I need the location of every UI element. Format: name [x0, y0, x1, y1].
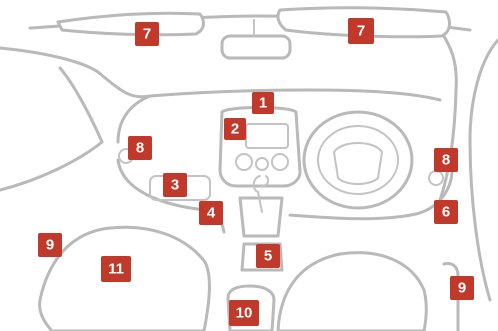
badge-air-vent-right: 8: [434, 148, 458, 172]
badge-armrest: 10: [229, 300, 259, 326]
interior-outline: [0, 8, 498, 331]
badge-door-left: 9: [38, 233, 62, 257]
badge-label: 3: [171, 177, 179, 194]
steering-hub: [334, 143, 382, 184]
badge-center-display: 2: [224, 118, 246, 140]
right-window-edge: [470, 40, 498, 300]
badge-door-right: 9: [450, 276, 474, 300]
badge-glove-box: 3: [163, 173, 187, 197]
badge-label: 11: [108, 261, 124, 278]
gear-shifter: [254, 176, 268, 212]
knob-left: [236, 154, 252, 170]
badge-dashboard-top: 1: [252, 92, 274, 114]
badge-lower-panel: 4: [199, 201, 223, 225]
sun-visor-left-shape: [58, 13, 203, 35]
rear-view-mirror: [222, 36, 290, 58]
badge-air-vent-left: 8: [128, 136, 152, 160]
dashboard-face-left: [118, 96, 150, 142]
badge-label: 4: [207, 205, 216, 222]
left-window-frame: [0, 68, 102, 190]
dashboard-contour: [150, 90, 440, 100]
badge-label: 2: [231, 121, 239, 138]
center-display-frame: [246, 124, 288, 148]
air-vent-right-shape: [429, 171, 443, 185]
front-seat-right: [278, 253, 426, 331]
badge-sun-visor-right: 7: [348, 18, 374, 44]
badge-label: 9: [46, 237, 54, 254]
badge-label: 7: [357, 23, 365, 40]
dashboard-lower-right: [290, 170, 452, 219]
badge-label: 8: [442, 152, 450, 169]
badge-label: 5: [264, 248, 272, 265]
badge-label: 8: [136, 140, 144, 157]
badge-label: 7: [143, 26, 151, 43]
badge-label: 1: [259, 95, 267, 112]
badge-label: 9: [458, 280, 466, 297]
badge-label: 6: [442, 204, 450, 221]
badge-right-lower-panel: 6: [434, 200, 458, 224]
badge-seat-back: 11: [101, 256, 131, 282]
badge-center-console: 5: [256, 244, 280, 268]
badge-label: 10: [236, 305, 253, 322]
knob-center: [256, 158, 268, 170]
badge-sun-visor-left: 7: [135, 22, 159, 46]
knob-right: [272, 154, 288, 170]
